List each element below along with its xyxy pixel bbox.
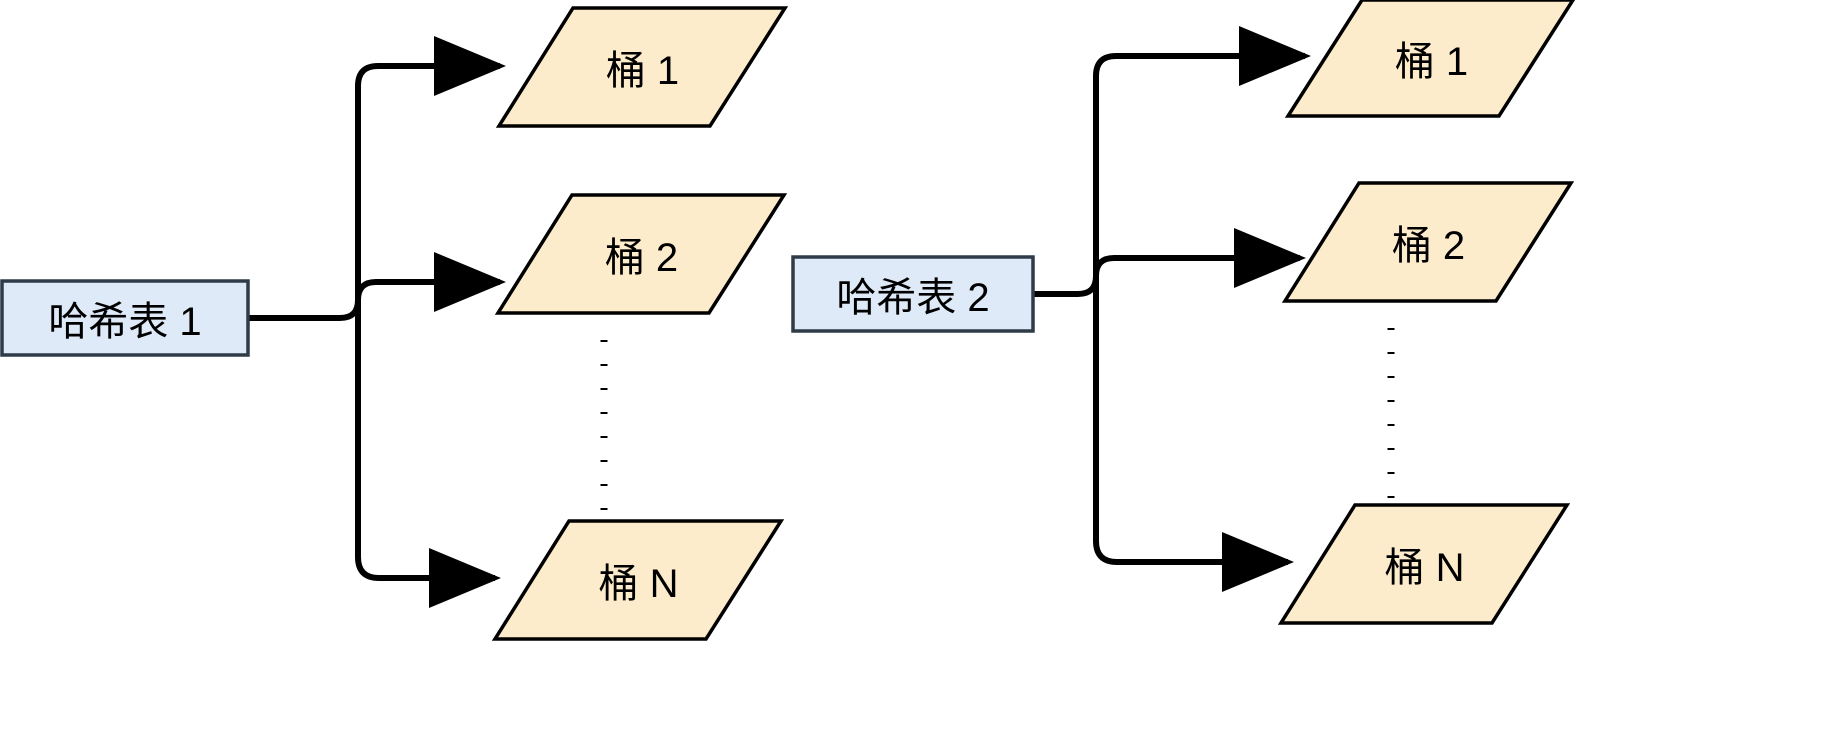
connector-stem-2 bbox=[1033, 275, 1099, 297]
bucket-2-2-shape[interactable] bbox=[1281, 181, 1575, 303]
connector-branch-2-bucket1 bbox=[1093, 26, 1311, 276]
bucket-1-2-shape[interactable] bbox=[494, 193, 788, 315]
hash-table-1-box[interactable] bbox=[0, 279, 250, 357]
connector-group-1 bbox=[248, 36, 506, 608]
bucket-1-1-shape[interactable] bbox=[495, 6, 789, 128]
bucket-2-3-shape[interactable] bbox=[1277, 503, 1571, 625]
connector-branch-2-bucketN bbox=[1093, 294, 1294, 592]
bucket-2-1-shape[interactable] bbox=[1284, 0, 1576, 118]
bucket-1-3-shape[interactable] bbox=[491, 519, 785, 641]
connector-branch-1-bucketN bbox=[355, 318, 501, 608]
connector-branch-1-bucket1 bbox=[355, 36, 506, 300]
connector-branch-1-bucket2 bbox=[355, 252, 506, 312]
connector-group-2 bbox=[1033, 26, 1311, 592]
hash-table-2-box[interactable] bbox=[791, 255, 1035, 333]
connector-stem-1 bbox=[248, 299, 361, 321]
connector-branch-2-bucket2 bbox=[1093, 228, 1306, 288]
